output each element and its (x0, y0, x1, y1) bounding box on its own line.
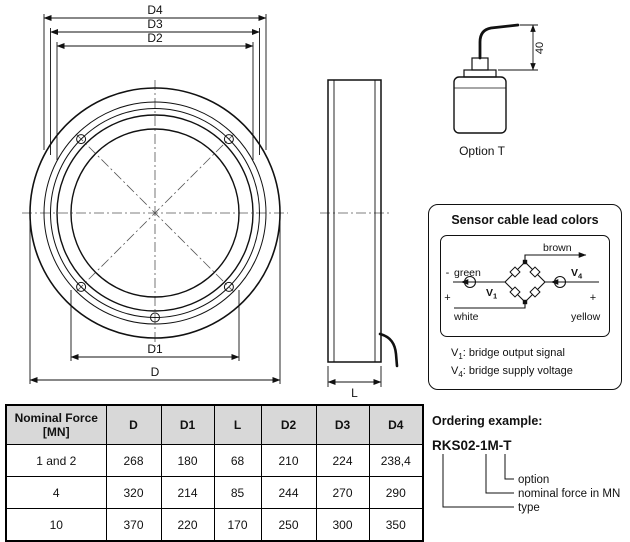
cell: 290 (368, 476, 424, 509)
side-outline (327, 79, 382, 363)
cell: 350 (368, 508, 424, 542)
dim-label-d4: D4 (147, 3, 163, 17)
header-d: D (105, 404, 162, 445)
table-row: 4 320 214 85 244 270 290 (5, 476, 424, 509)
sensor-box-title: Sensor cable lead colors (451, 213, 599, 227)
label-v4: V4 (571, 267, 583, 281)
circle-d3 (50, 108, 260, 318)
cell: 10 (5, 508, 107, 542)
cell: 244 (260, 476, 317, 509)
note-v4: V4: bridge supply voltage (451, 365, 573, 380)
ordering-code: RKS02-1M-T (432, 438, 512, 453)
sensor-cable (378, 332, 399, 368)
cell: 270 (315, 476, 370, 509)
option-t-caption: Option T (459, 144, 505, 158)
table-row: 1 and 2 268 180 68 210 224 238,4 (5, 444, 424, 477)
header-d4: D4 (368, 404, 424, 445)
bore-circle-d1 (70, 128, 240, 298)
cell: 250 (260, 508, 317, 542)
sensor-cable-lead-colors-box: Sensor cable lead colors (428, 204, 622, 390)
strain-gauges (509, 266, 541, 298)
legend-nominal-force: nominal force in MN (518, 488, 620, 500)
circle-d4 (43, 101, 267, 325)
side-view (320, 79, 399, 368)
sign-minus-green: - (446, 267, 450, 279)
center-lines (22, 80, 288, 346)
dim-label-l: L (351, 386, 358, 400)
option-t-drawing: 40 Option T (453, 23, 546, 158)
label-v1: V1 (486, 287, 497, 301)
ordering-legend: option nominal force in MN type (442, 454, 620, 514)
header-nominal-force: Nominal Force [MN] (5, 404, 107, 445)
cell: 1 and 2 (5, 444, 107, 477)
technical-drawing: D4 D3 D2 D1 D L (22, 3, 399, 400)
dimension-d1 (70, 290, 240, 361)
option-t-body (453, 23, 520, 134)
sign-plus-yellow: + (590, 292, 596, 304)
option-t-cable (478, 23, 520, 60)
legend-type: type (518, 502, 540, 514)
dimension-d (29, 217, 281, 384)
dimension-d3 (50, 28, 260, 155)
meter-symbols (460, 275, 569, 289)
cell: 214 (160, 476, 215, 509)
outer-circle-d (29, 87, 281, 339)
cell: 170 (213, 508, 262, 542)
cell: 300 (315, 508, 370, 542)
ordering-title: Ordering example: (432, 414, 543, 428)
cell: 210 (260, 444, 317, 477)
table-row: 10 370 220 170 250 300 350 (5, 508, 424, 542)
connector (471, 57, 489, 71)
header-d2: D2 (260, 404, 317, 445)
dim-label-d3: D3 (147, 17, 163, 31)
dim-label-40: 40 (534, 42, 546, 54)
cell: 220 (160, 508, 215, 542)
dimension-d4 (43, 14, 267, 150)
cell: 180 (160, 444, 215, 477)
table-header-row: Nominal Force [MN] D D1 L D2 D3 D4 (5, 404, 424, 445)
cell: 4 (5, 476, 107, 509)
cell: 320 (105, 476, 162, 509)
cell: 370 (105, 508, 162, 542)
bridge-diamond (504, 261, 546, 303)
dim-label-d1: D1 (147, 342, 163, 356)
header-l: L (213, 404, 262, 445)
housing (453, 76, 507, 134)
dimension-d2 (56, 42, 254, 160)
dimension-l (327, 366, 382, 387)
bolt-holes (76, 134, 234, 323)
note-v1: V1: bridge output signal (451, 347, 565, 362)
cell: 238,4 (368, 444, 424, 477)
label-white: white (453, 311, 479, 323)
cell: 224 (315, 444, 370, 477)
bridge-schematic: - green brown + white + yellow V1 V4 (444, 242, 601, 323)
label-green: green (454, 267, 481, 279)
ordering-example: Ordering example: RKS02-1M-T option nomi… (432, 414, 628, 520)
dimensions-table: Nominal Force [MN] D D1 L D2 D3 D4 1 and… (5, 404, 424, 542)
cell: 268 (105, 444, 162, 477)
legend-lines (442, 454, 514, 508)
front-view (22, 80, 288, 346)
header-d3: D3 (315, 404, 370, 445)
bridge-schematic-box: - green brown + white + yellow V1 V4 (440, 235, 610, 337)
label-brown: brown (543, 242, 572, 254)
sign-plus-white: + (444, 292, 450, 304)
circle-d2 (56, 114, 254, 312)
dim-label-d2: D2 (147, 31, 163, 45)
collar (463, 69, 497, 78)
wire-white (454, 302, 526, 309)
dim-label-d: D (151, 365, 160, 379)
wire-brown (524, 252, 587, 262)
label-yellow: yellow (571, 311, 601, 323)
cell: 85 (213, 476, 262, 509)
cell: 68 (213, 444, 262, 477)
legend-option: option (518, 474, 549, 486)
dimension-40 (498, 24, 538, 71)
header-d1: D1 (160, 404, 215, 445)
junction-dots (522, 259, 528, 305)
